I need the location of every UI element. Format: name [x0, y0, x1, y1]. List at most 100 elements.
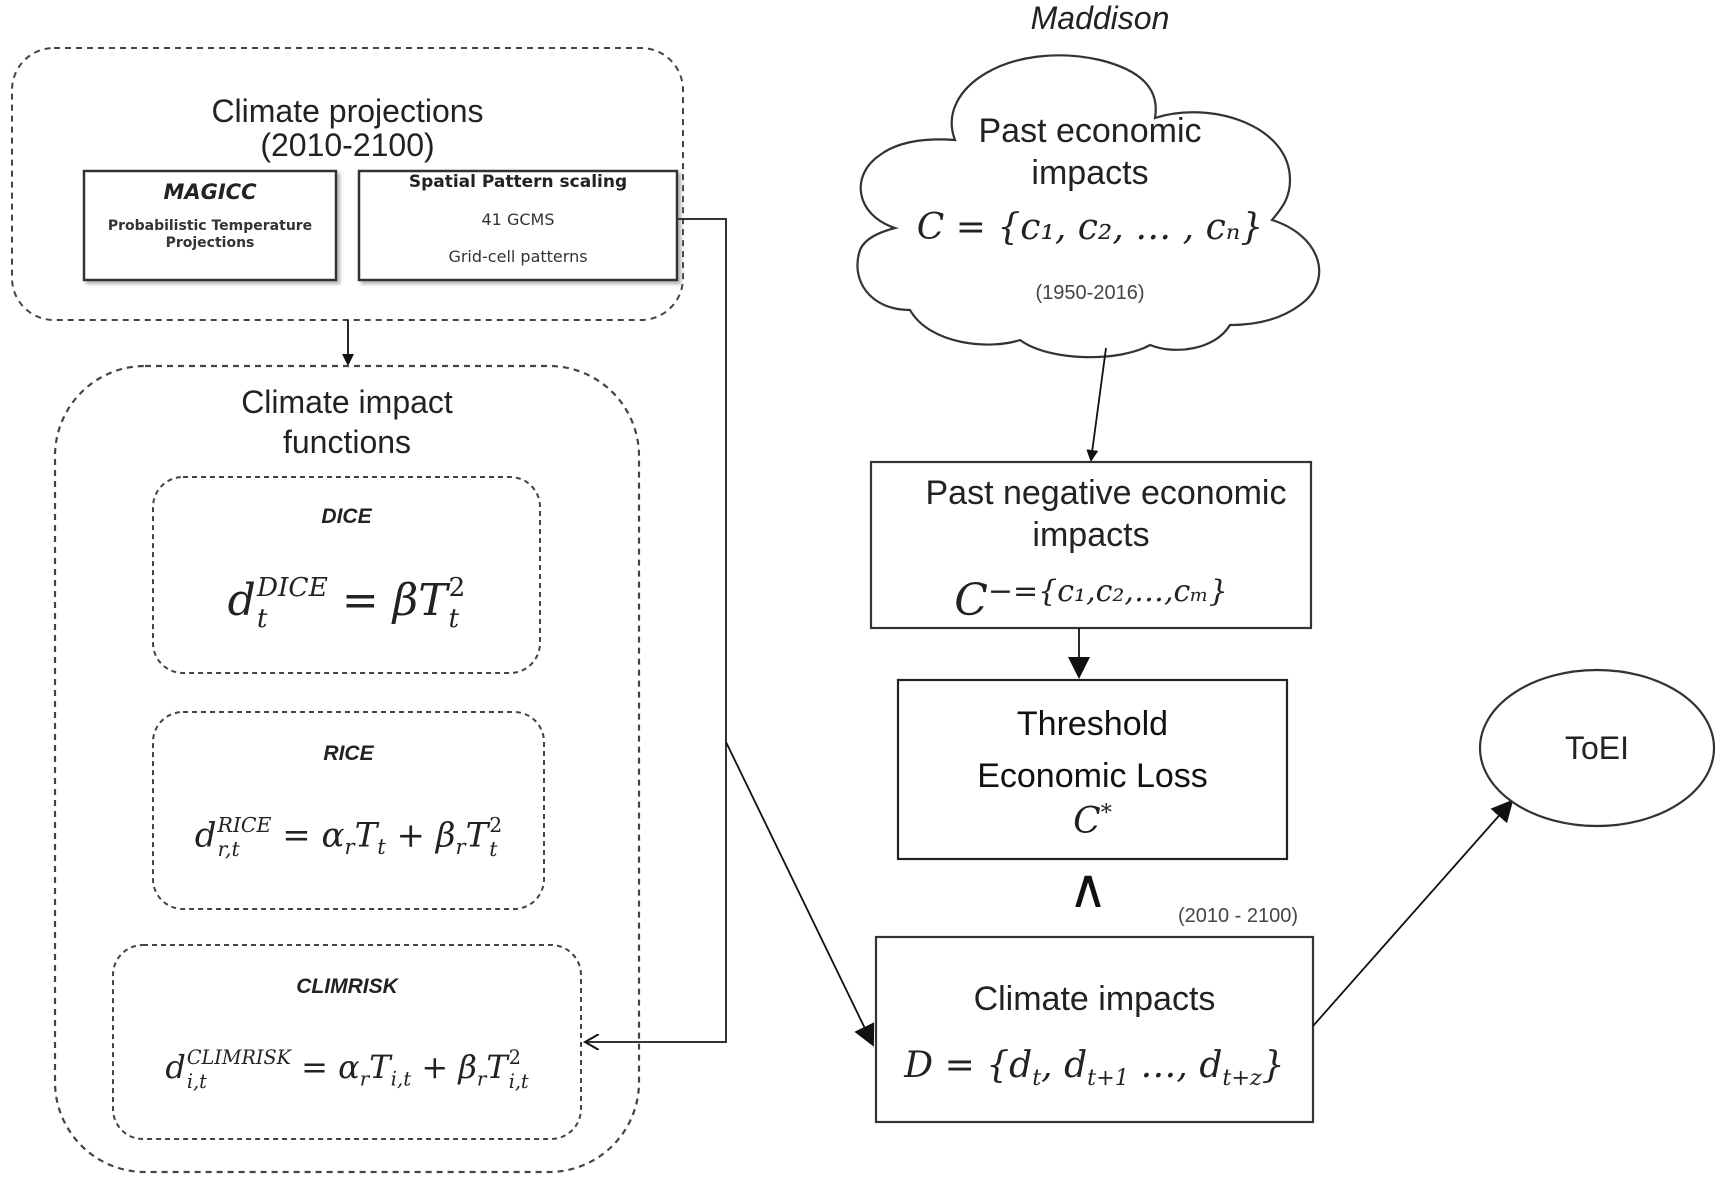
eq-minus-equals: −= [987, 574, 1039, 609]
eq-equals: = [944, 1045, 975, 1086]
arrow-impacts-to-toei [1312, 799, 1514, 1027]
eq-sup: DICE [256, 572, 328, 604]
eq-alpha: α [321, 815, 345, 856]
threshold-title-line2: Economic Loss [977, 757, 1208, 795]
eq-sub: i,t [186, 1069, 207, 1093]
eq-sup: CLIMRISK [186, 1046, 291, 1070]
magicc-box [82, 169, 338, 282]
projections-title-text: Climate projections [211, 93, 484, 129]
magicc-description-line1: Probabilistic Temperature [107, 218, 313, 234]
eq-T: T [465, 815, 489, 856]
threshold-title-line1: Threshold [1016, 705, 1169, 743]
maddison-title-line2: impacts [1031, 154, 1149, 192]
eq-sub: t [489, 837, 498, 862]
climrisk-box [112, 944, 582, 1140]
eq-sup: RICE [217, 813, 272, 837]
eq-d: d [165, 1048, 186, 1086]
impact-functions-title-line1: Climate impact [241, 384, 453, 420]
negative-title: Past negative economic impacts [871, 472, 1311, 556]
eq-sub: r,t [217, 837, 240, 862]
eq-sub: t [1032, 1065, 1042, 1092]
spatial-name: Spatial Pattern scaling [408, 172, 628, 192]
eq-sub: t [256, 602, 268, 634]
maddison-cloud [856, 54, 1321, 359]
eq-beta: β [435, 815, 456, 856]
eq-d: d [1199, 1045, 1223, 1086]
eq-set-open: {d [986, 1045, 1033, 1086]
arrow-cloud-to-negative [1086, 347, 1107, 462]
eq-T: T [369, 1048, 391, 1086]
eq-star: * [1100, 800, 1112, 826]
climate-impacts-title: Climate impacts [973, 980, 1216, 1018]
maddison-source-label: Maddison [1030, 0, 1170, 36]
eq-d: d [1064, 1045, 1088, 1086]
eq-equals: = [955, 207, 986, 248]
past-negative-box [869, 460, 1313, 630]
eq-D: D [904, 1045, 934, 1086]
eq-plus: + [421, 1048, 449, 1086]
eq-sub: r [476, 1067, 487, 1091]
eq-sub: r [455, 834, 466, 860]
eq-sub: i,t [508, 1069, 529, 1093]
projections-period: (2010-2100) [260, 127, 435, 163]
spatial-patterns: Grid-cell patterns [448, 247, 588, 266]
eq-equals: = [341, 575, 379, 626]
projections-title: Climate projections (2010-2100) [12, 92, 683, 164]
eq-sub: t+z [1222, 1065, 1262, 1092]
threshold-title: Threshold Economic Loss [898, 698, 1287, 802]
comparison-symbol: ∧ [1068, 859, 1108, 919]
arrow-to-climate-impacts [725, 741, 875, 1047]
eq-T: T [486, 1048, 508, 1086]
climate-impacts-equation: D = {dt, dt+1 …, dt+z} [876, 1045, 1313, 1091]
maddison-period: (1950-2016) [1035, 282, 1145, 304]
spatial-gcms: 41 GCMS [481, 210, 555, 229]
rice-label: RICE [323, 742, 374, 765]
dice-box [152, 476, 541, 674]
eq-C: C [1073, 801, 1101, 842]
toei-ellipse [1478, 668, 1716, 828]
negative-equation: C−={c₁,c₂,…,cₘ} [871, 574, 1311, 626]
magicc-description-line2: Projections [165, 235, 255, 251]
connector-spatial-to-climrisk [585, 218, 727, 1042]
negative-title-line1: Past negative economic [925, 474, 1287, 512]
eq-sup: 2 [448, 572, 466, 604]
eq-sup: 2 [489, 813, 503, 837]
eq-sub: r [359, 1067, 370, 1091]
eq-set: {c₁,c₂,…,cₘ} [1038, 574, 1228, 609]
eq-sub: t [448, 602, 460, 634]
eq-T: T [418, 575, 448, 626]
toei-label: ToEI [1564, 730, 1630, 766]
eq-set: {c₁, c₂, … , cₙ} [997, 207, 1264, 248]
eq-sub: i,t [390, 1067, 412, 1091]
eq-beta: β [392, 575, 419, 626]
threshold-symbol: C* [898, 800, 1287, 842]
eq-set-close: } [1261, 1045, 1285, 1086]
eq-C: C [954, 575, 988, 626]
maddison-equation: C = {c₁, c₂, … , cₙ} [880, 207, 1300, 248]
spatial-pattern-box [357, 169, 679, 282]
rice-box [152, 711, 545, 910]
eq-sub: t [377, 834, 386, 860]
eq-C: C [916, 207, 945, 248]
eq-T: T [354, 815, 378, 856]
eq-beta: β [458, 1048, 477, 1086]
eq-d: d [194, 815, 217, 856]
dice-label: DICE [321, 505, 372, 528]
eq-equals: = [301, 1048, 328, 1086]
magicc-content: MAGICC Probabilistic Temperature Project… [84, 180, 336, 252]
climrisk-label: CLIMRISK [296, 975, 398, 998]
maddison-title-line1: Past economic [978, 112, 1202, 150]
climate-impacts-box [874, 935, 1315, 1124]
eq-ellipsis: …, [1128, 1045, 1200, 1086]
eq-sub: r [344, 834, 355, 860]
threshold-box [896, 678, 1289, 861]
impact-functions-title: Climate impact functions [55, 382, 639, 462]
eq-plus: + [396, 815, 426, 856]
spatial-content: Spatial Pattern scaling 41 GCMS Grid-cel… [359, 172, 677, 266]
impact-functions-title-line2: functions [282, 424, 412, 460]
negative-title-line2: impacts [1032, 516, 1150, 554]
eq-comma: , [1041, 1045, 1053, 1086]
